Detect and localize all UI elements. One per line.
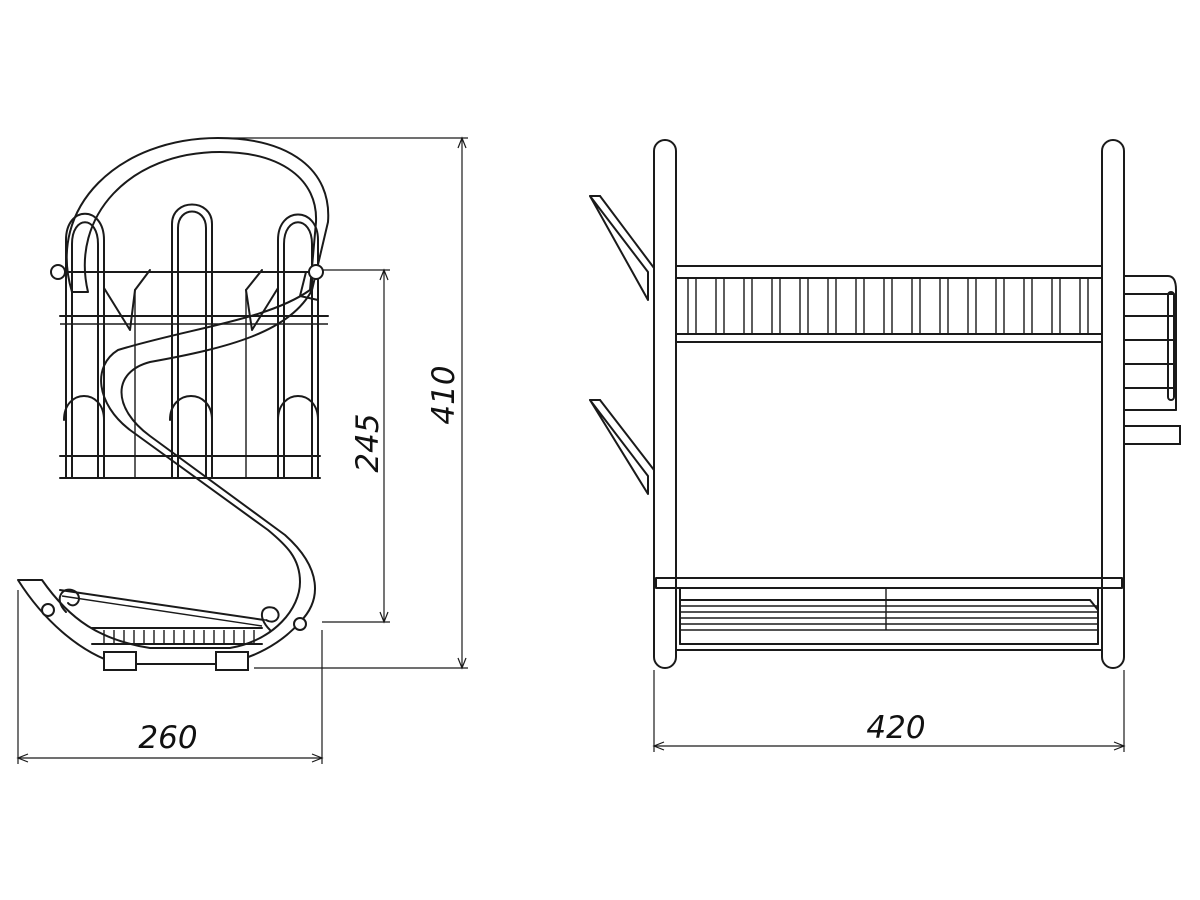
utensil-hooks	[589, 195, 655, 495]
total-height-dimension-label: 410	[426, 365, 462, 424]
side-dimensions	[16, 136, 468, 764]
front-view	[589, 139, 1181, 669]
lower-tray	[41, 588, 307, 671]
side-view	[17, 137, 330, 671]
width-dimension-label: 420	[866, 710, 925, 746]
cutlery-holder	[1123, 275, 1181, 445]
drip-tray	[655, 577, 1123, 651]
right-post	[1101, 139, 1125, 669]
upper-plate-rack	[50, 203, 329, 479]
tray-slats	[103, 630, 255, 643]
tier-height-dimension-label: 245	[350, 413, 386, 472]
depth-dimension-label: 260	[138, 720, 197, 756]
front-dimensions	[652, 670, 1126, 752]
upper-rack	[675, 265, 1103, 343]
upper-rack-bars	[687, 277, 1089, 335]
left-post	[653, 139, 677, 669]
s-frame	[17, 137, 330, 665]
